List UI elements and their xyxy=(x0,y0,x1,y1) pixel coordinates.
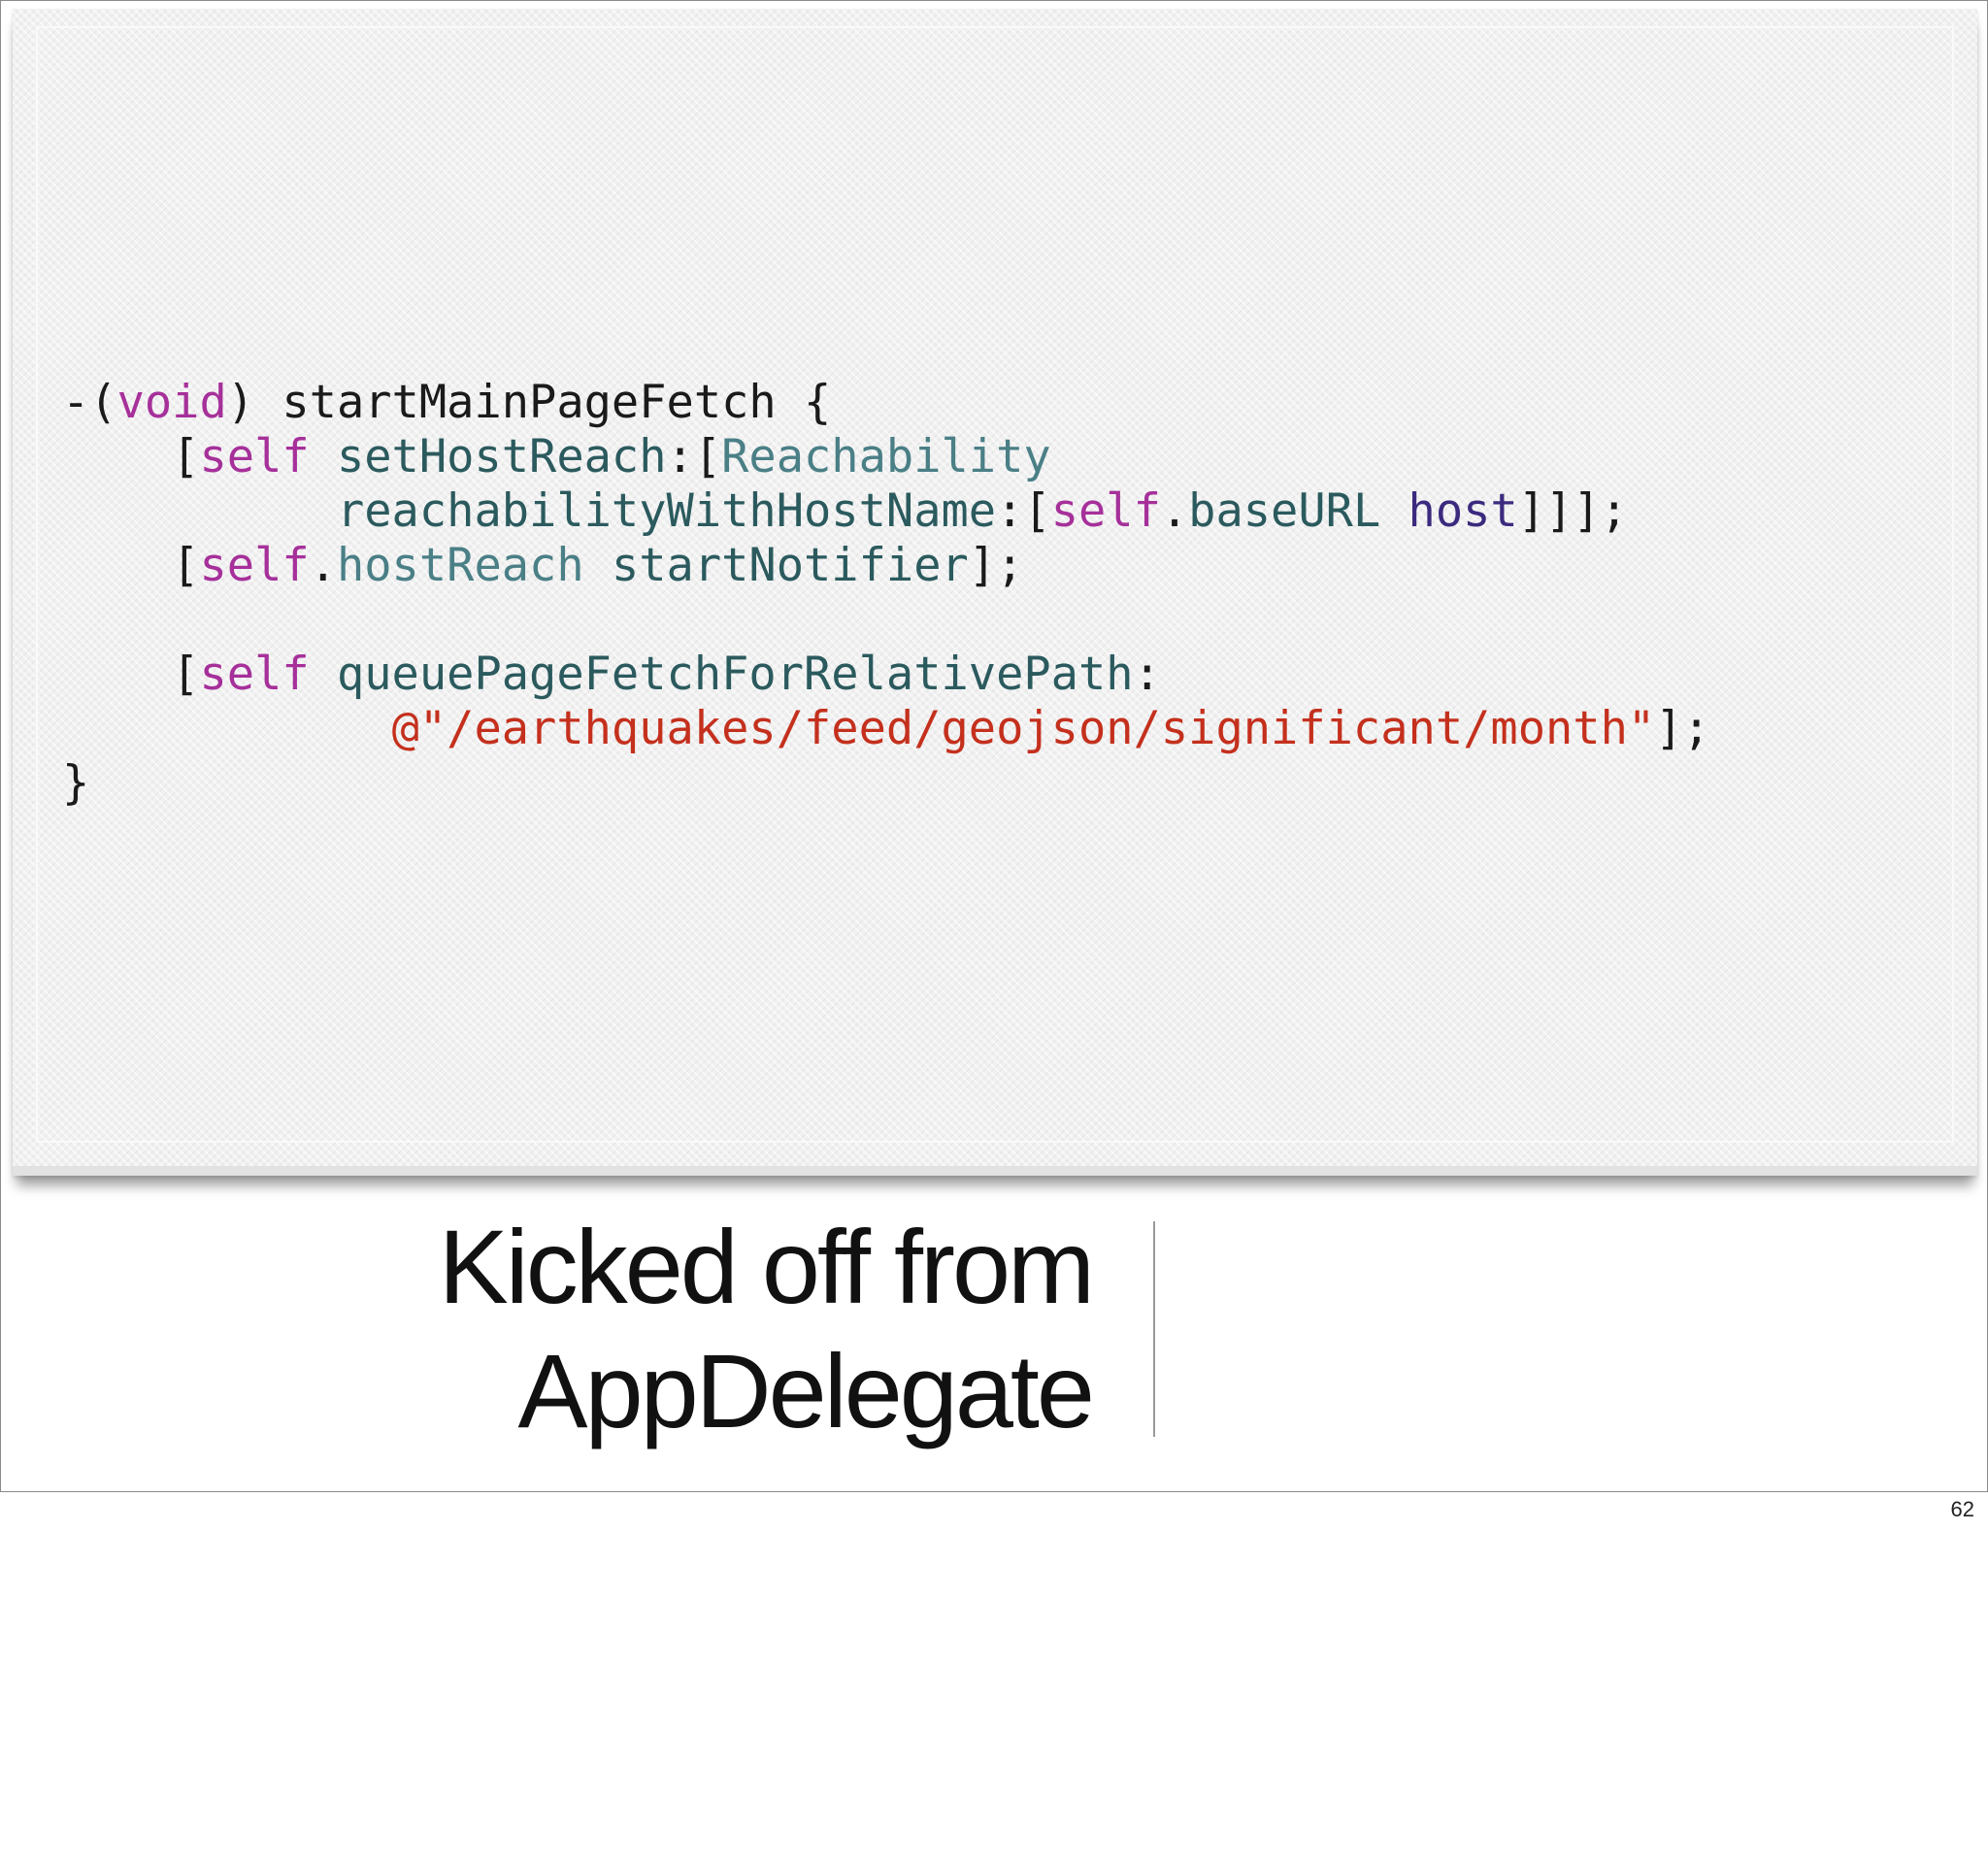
code-token-method: startNotifier xyxy=(611,539,969,592)
code-token-method: queuePageFetchForRelativePath xyxy=(336,648,1134,701)
code-token-plain xyxy=(310,430,337,483)
code-token-method: baseURL xyxy=(1188,484,1381,538)
caption-line-2: AppDelegate xyxy=(517,1332,1095,1449)
code-token-plain: :[ xyxy=(666,430,722,483)
code-token-method: setHostReach xyxy=(336,430,667,483)
code-token-keyword: void xyxy=(116,376,227,429)
code-line: [self.hostReach startNotifier]; xyxy=(62,539,1710,593)
code-token-plain: . xyxy=(1160,484,1189,538)
code-token-keyword: self xyxy=(1050,484,1161,538)
code-token-plain: [ xyxy=(62,539,200,592)
code-token-plain: } xyxy=(62,756,90,810)
caption-divider xyxy=(1153,1221,1155,1437)
code-token-plain xyxy=(62,484,337,538)
page-number: 62 xyxy=(1950,1497,1974,1521)
code-token-plain xyxy=(1380,484,1408,538)
code-token-plain: ]; xyxy=(968,539,1024,592)
code-token-prop: host xyxy=(1408,484,1518,538)
code-card-inner-border xyxy=(36,26,1954,1143)
code-line: } xyxy=(62,756,1710,811)
code-token-plain: [ xyxy=(62,430,200,483)
code-line: -(void) startMainPageFetch { xyxy=(62,376,1710,430)
code-token-plain: ]]]; xyxy=(1517,484,1628,538)
code-line: [self setHostReach:[Reachability xyxy=(62,430,1710,484)
code-token-keyword: self xyxy=(199,539,310,592)
code-token-plain xyxy=(62,702,392,755)
code-token-plain xyxy=(584,539,612,592)
code-line xyxy=(62,593,1710,648)
caption-line-1: Kicked off from xyxy=(438,1208,1095,1325)
code-token-plain: [ xyxy=(62,648,200,701)
code-token-plain: :[ xyxy=(996,484,1051,538)
code-card xyxy=(13,9,1977,1176)
code-line: @"/earthquakes/feed/geojson/significant/… xyxy=(62,702,1710,756)
code-line: [self queuePageFetchForRelativePath: xyxy=(62,648,1710,702)
code-token-plain: . xyxy=(309,539,337,592)
caption: Kicked off from AppDelegate xyxy=(438,1205,1095,1453)
code-block: -(void) startMainPageFetch { [self setHo… xyxy=(62,376,1710,811)
code-line: reachabilityWithHostName:[self.baseURL h… xyxy=(62,484,1710,539)
code-token-keyword: self xyxy=(199,648,310,701)
code-token-class: Reachability xyxy=(721,430,1051,483)
code-token-class: hostReach xyxy=(336,539,584,592)
code-token-plain: ) startMainPageFetch { xyxy=(226,376,832,429)
code-token-keyword: self xyxy=(199,430,310,483)
code-token-plain: -( xyxy=(62,376,117,429)
code-token-plain: : xyxy=(1133,648,1161,701)
code-token-string: @"/earthquakes/feed/geojson/significant/… xyxy=(391,702,1656,755)
slide: -(void) startMainPageFetch { [self setHo… xyxy=(0,0,1988,1492)
code-token-plain xyxy=(310,648,337,701)
code-token-method: reachabilityWithHostName xyxy=(336,484,997,538)
code-token-plain: ]; xyxy=(1655,702,1710,755)
